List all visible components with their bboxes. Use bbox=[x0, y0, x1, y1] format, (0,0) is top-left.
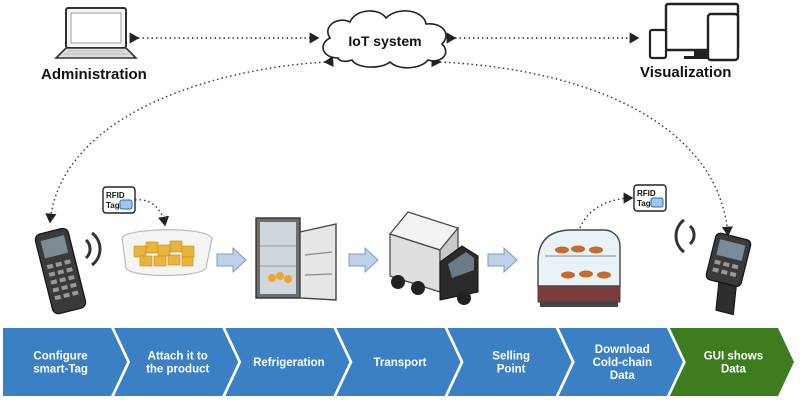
flow-arrows bbox=[216, 246, 518, 274]
step-5-label-line-1: Selling bbox=[492, 351, 530, 363]
step-4-chevron bbox=[336, 328, 461, 396]
administration-label: Administration bbox=[41, 66, 147, 83]
truck-icon bbox=[388, 211, 479, 305]
step-7-label-line-2: Data bbox=[721, 364, 747, 376]
step-1-label-line-2: smart-Tag bbox=[33, 364, 88, 376]
rfid-tag-left-line2: Tag bbox=[106, 201, 120, 210]
step-6-label-line-3: Data bbox=[610, 370, 636, 382]
dotted-connectors bbox=[45, 32, 733, 237]
iot-to-scanner-left-connector bbox=[45, 55, 334, 224]
rfid-scanner-right-icon bbox=[674, 218, 752, 316]
flow-arrow-2 bbox=[348, 246, 379, 274]
step-4: Transport bbox=[336, 328, 461, 396]
step-6-label-line-2: Cold-chain bbox=[593, 357, 652, 369]
truck-wheel-2 bbox=[411, 281, 425, 295]
laptop-icon bbox=[54, 7, 138, 59]
step-5-chevron bbox=[447, 328, 572, 396]
flow-arrow-3 bbox=[487, 246, 518, 274]
iot-to-scanner-right-connector bbox=[431, 55, 733, 237]
step-4-label-line-1: Transport bbox=[373, 357, 426, 369]
step-3: Refrigeration bbox=[225, 328, 350, 396]
step-3-label-line-1: Refrigeration bbox=[253, 357, 325, 369]
tag-to-product-connector bbox=[134, 199, 170, 227]
step-2-chevron bbox=[114, 328, 239, 396]
iot-system-label: IoT system bbox=[348, 33, 421, 49]
step-3-chevron bbox=[225, 328, 350, 396]
step-2-label-line-1: Attach it to bbox=[148, 351, 208, 363]
rfid-scanner-left-icon bbox=[34, 227, 102, 315]
rfid-tag-left-line1: RFID bbox=[106, 191, 125, 200]
step-1-chevron bbox=[3, 328, 128, 396]
display-to-tag-connector bbox=[579, 192, 634, 229]
signal-icon bbox=[84, 231, 102, 267]
step-7-label-line-1: GUI shows bbox=[704, 351, 763, 363]
cloud-icon bbox=[322, 10, 447, 69]
visualization-label: Visualization bbox=[640, 64, 732, 81]
refrigerator-icon bbox=[255, 217, 337, 301]
devices-icon bbox=[648, 2, 740, 62]
step-7-chevron bbox=[669, 328, 794, 396]
rfid-tag-left: RFID Tag bbox=[102, 186, 136, 214]
step-6-label-line-1: Download bbox=[595, 344, 650, 356]
step-1-label-line-1: Configure bbox=[33, 351, 87, 363]
rfid-tag-right: RFID Tag bbox=[633, 184, 667, 212]
step-6-chevron bbox=[558, 328, 683, 396]
rfid-tag-right-line1: RFID bbox=[637, 189, 656, 198]
flow-arrow-1 bbox=[216, 246, 247, 274]
food-tray-icon bbox=[121, 229, 213, 277]
display-case-icon bbox=[537, 229, 621, 307]
truck-wheel-3 bbox=[457, 291, 471, 305]
iot-cloud: IoT system bbox=[322, 10, 447, 69]
truck-wheel-1 bbox=[391, 275, 405, 289]
rfid-tag-right-line2: Tag bbox=[637, 199, 651, 208]
signal-icon-right bbox=[674, 218, 696, 254]
step-2-label-line-2: the product bbox=[146, 364, 209, 376]
step-5-label-line-2: Point bbox=[497, 364, 526, 376]
